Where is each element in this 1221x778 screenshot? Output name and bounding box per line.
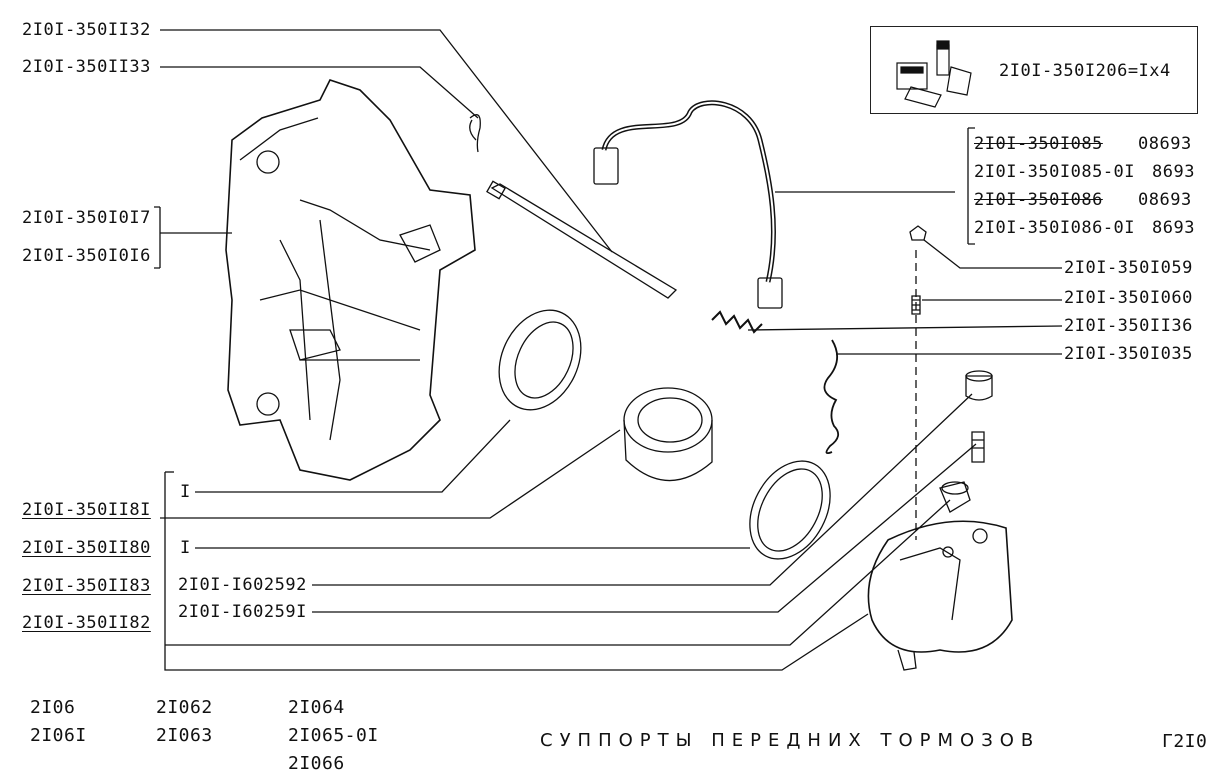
- model-3: 2I062: [156, 697, 213, 718]
- part-label-bracket-left: 2I0I-350I0I6: [22, 246, 151, 266]
- model-4: 2I063: [156, 725, 213, 746]
- hose-part-4: 2I0I-350I086-0I: [974, 218, 1136, 238]
- page-code: Г2I0: [1162, 731, 1208, 752]
- part-label-bleeder: 2I0I-I60259I: [178, 602, 307, 622]
- hose-code-1: 08693: [1138, 134, 1192, 154]
- hose-code-3: 08693: [1138, 190, 1192, 210]
- part-label-retainer: 2I0I-350I035: [1064, 344, 1193, 364]
- qty-label-boot: I: [180, 482, 191, 502]
- part-label-spring-clip: 2I0I-350II33: [22, 57, 151, 77]
- repair-kit-inset: 2I0I-350I206=Ix4: [870, 26, 1198, 114]
- part-label-bleeder-screw: 2I0I-350I060: [1064, 288, 1193, 308]
- model-5: 2I064: [288, 697, 345, 718]
- guide-pin: [490, 183, 678, 299]
- spring: [711, 310, 763, 334]
- model-6: 2I065-0I: [288, 725, 379, 746]
- hose-part-3: 2I0I-350I086: [974, 190, 1103, 210]
- repair-kit-icon: [896, 40, 972, 108]
- part-label-bleeder-cap: 2I0I-350I059: [1064, 258, 1193, 278]
- repair-kit-label: 2I0I-350I206=Ix4: [999, 61, 1171, 81]
- caliper-bracket: [225, 79, 476, 481]
- model-7: 2I066: [288, 753, 345, 774]
- part-label-cap: 2I0I-I602592: [178, 575, 307, 595]
- model-1: 2I06: [30, 697, 76, 718]
- piston-seal: [749, 460, 831, 560]
- part-label-spring: 2I0I-350II36: [1064, 316, 1193, 336]
- hose-part-2: 2I0I-350I085-0I: [974, 162, 1136, 182]
- model-2: 2I06I: [30, 725, 87, 746]
- dust-boot: [498, 309, 582, 411]
- part-label-kit-2: 2I0I-350II80: [22, 538, 151, 558]
- part-label-kit-4: 2I0I-350II82: [22, 613, 151, 633]
- part-label-kit-3: 2I0I-350II83: [22, 576, 151, 596]
- qty-label-seal: I: [180, 538, 191, 558]
- part-label-guide-pin: 2I0I-350II32: [22, 20, 151, 40]
- part-label-kit-1: 2I0I-350II8I: [22, 500, 151, 520]
- wire-retainer: [823, 339, 840, 455]
- hose-part-1: 2I0I-350I085: [974, 134, 1103, 154]
- part-label-bracket-right: 2I0I-350I0I7: [22, 208, 151, 228]
- brake-hose: [601, 100, 776, 283]
- page-title: СУППОРТЫ ПЕРЕДНИХ ТОРМОЗОВ: [540, 730, 1041, 751]
- hose-code-2: 8693: [1152, 162, 1195, 182]
- wheel-cylinder: [867, 520, 1013, 653]
- hose-code-4: 8693: [1152, 218, 1195, 238]
- spring-clip: [469, 114, 481, 153]
